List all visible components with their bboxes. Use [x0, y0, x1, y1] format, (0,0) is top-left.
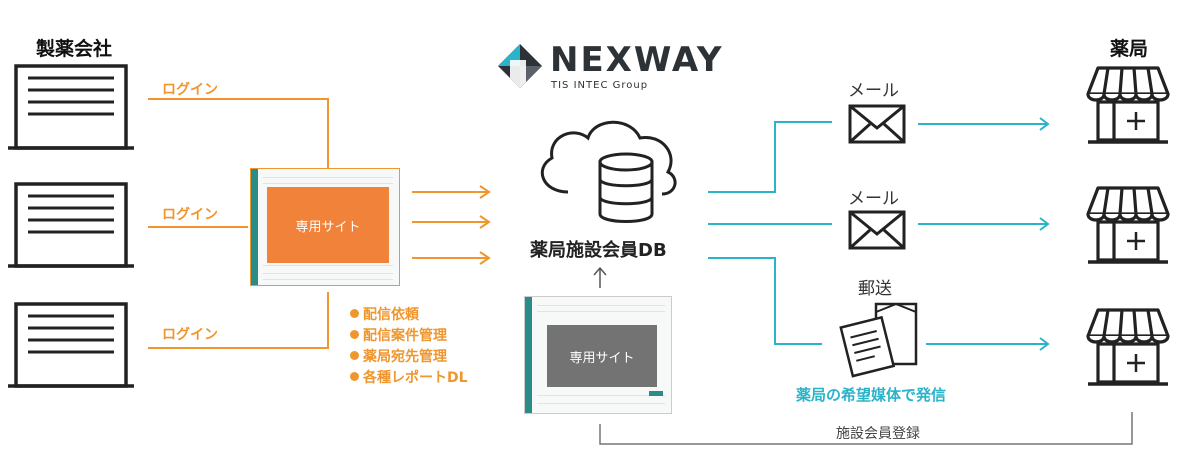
- login-label: ログイン: [162, 327, 218, 343]
- envelope-icon: [848, 104, 906, 144]
- dedicated-site-screenshot: 専用サイト: [250, 168, 400, 286]
- server-icon: [8, 182, 134, 268]
- brand-group: TIS INTEC Group: [551, 80, 649, 91]
- channel-label: メール: [848, 81, 899, 101]
- server-icon: [8, 64, 134, 150]
- server-icon: [8, 302, 134, 388]
- pharma-company-header: 製薬会社: [36, 38, 113, 60]
- dedicated-site-screenshot-bottom: 専用サイト: [524, 296, 672, 414]
- preferred-media-label: 薬局の希望媒体で発信: [796, 386, 947, 404]
- feature-item: 各種レポートDL: [350, 367, 468, 387]
- pharmacy-store-icon: [1086, 186, 1170, 264]
- registration-label: 施設会員登録: [836, 426, 920, 442]
- feature-item: 配信依頼: [350, 304, 419, 324]
- nexway-logo-icon: [498, 44, 542, 88]
- site-label: 専用サイト: [569, 350, 635, 366]
- login-label: ログイン: [162, 82, 218, 98]
- login-line-top: [148, 98, 329, 168]
- pharmacy-store-icon: [1086, 66, 1170, 144]
- login-label: ログイン: [162, 207, 218, 223]
- pharmacy-header: 薬局: [1110, 38, 1149, 60]
- site-label: 専用サイト: [295, 219, 361, 235]
- feature-item: 配信案件管理: [350, 325, 447, 345]
- brand-name: NEXWAY: [550, 40, 724, 80]
- site-overlay: 専用サイト: [547, 325, 657, 387]
- channel-label: メール: [848, 189, 899, 209]
- feature-item: 薬局宛先管理: [350, 346, 447, 366]
- channel-label: 郵送: [858, 279, 892, 299]
- cloud-database-icon: [540, 120, 677, 223]
- pharmacy-store-icon: [1086, 308, 1170, 386]
- envelope-icon: [848, 210, 906, 250]
- postal-document-icon: [839, 302, 918, 378]
- database-label: 薬局施設会員DB: [530, 240, 667, 261]
- site-overlay: 専用サイト: [267, 187, 389, 263]
- login-line-bottom: [148, 292, 329, 349]
